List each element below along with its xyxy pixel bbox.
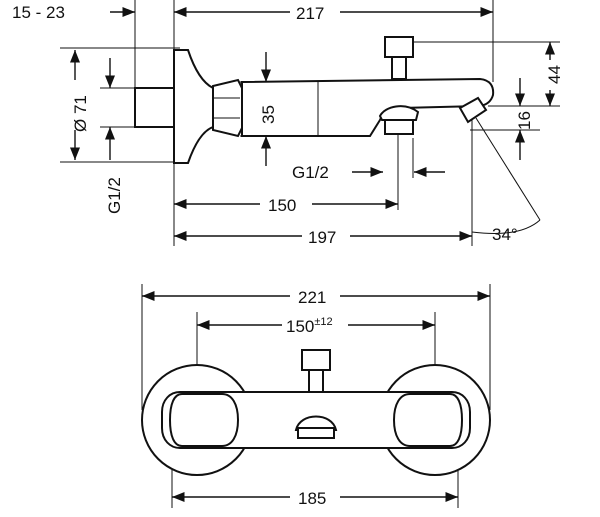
- outlet-nut: [384, 119, 414, 135]
- dim-mount-depth: 15 - 23: [12, 3, 65, 22]
- wall-rosette: [173, 49, 214, 164]
- outlet-fitting: [378, 105, 420, 121]
- dim-outlet-distance: 150: [268, 196, 296, 215]
- dim-inlet-thread: G1/2: [105, 177, 124, 214]
- flow-handle: [392, 393, 464, 447]
- aerator: [458, 96, 488, 124]
- dim-centers: 150±12: [286, 316, 333, 336]
- front-view: 221 150±12 185: [141, 284, 491, 508]
- front-outlet: [294, 415, 338, 431]
- mixer-body: [241, 77, 495, 137]
- dim-total-width: 221: [298, 288, 326, 307]
- dim-overall-length: 217: [296, 4, 324, 23]
- dim-spout-reach: 197: [308, 228, 336, 247]
- dim-outlet-thread: G1/2: [292, 163, 329, 182]
- front-outlet-nut: [297, 427, 335, 439]
- diverter-stem: [391, 56, 407, 80]
- front-diverter-stem: [308, 369, 324, 393]
- hex-nut: [212, 78, 243, 138]
- dim-diameter: Ø 71: [71, 95, 90, 132]
- dim-flange-width: 185: [298, 489, 326, 508]
- front-diverter-knob: [301, 349, 331, 371]
- temperature-handle: [168, 393, 240, 447]
- dim-spout-drop: 16: [515, 111, 534, 130]
- dim-spout-height: 44: [545, 65, 564, 84]
- dim-spray-angle: 34°: [492, 225, 518, 244]
- diverter-knob: [384, 36, 414, 58]
- side-view: 15 - 23 217 44 Ø 71 G1/2 35 16 G1/2 150: [12, 0, 564, 247]
- dim-body-height: 35: [259, 105, 278, 124]
- s-connector: [134, 87, 175, 128]
